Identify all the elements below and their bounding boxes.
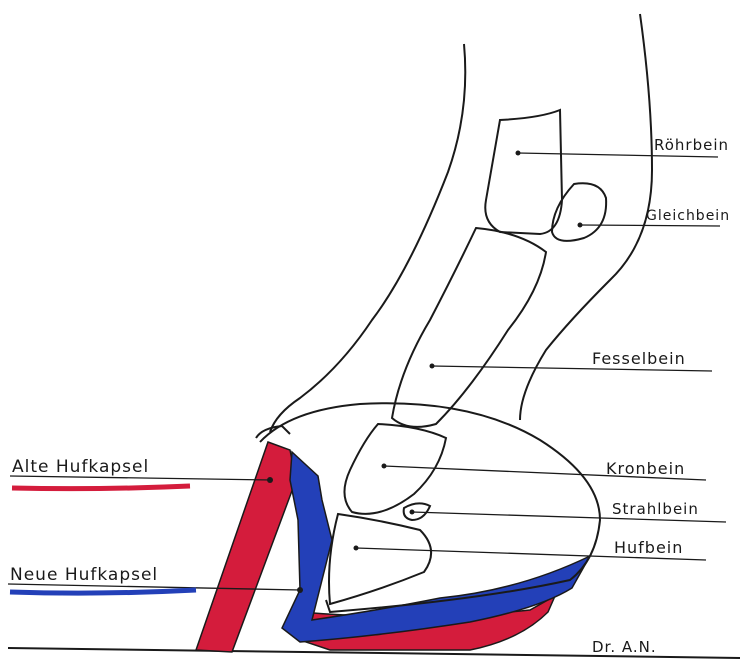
label-strahlbein: Strahlbein	[612, 500, 699, 518]
alte-underline	[12, 486, 190, 489]
signature: Dr. A.N.	[592, 638, 657, 656]
label-gleichbein: Gleichbein	[646, 208, 730, 224]
leader-lines	[8, 153, 726, 590]
roehrbein-bone	[485, 110, 562, 234]
neue-underline	[10, 590, 196, 593]
label-alte-hufkapsel: Alte Hufkapsel	[12, 457, 149, 477]
label-hufbein: Hufbein	[614, 538, 683, 557]
label-kronbein: Kronbein	[606, 459, 685, 478]
label-roehrbein: Röhrbein	[654, 136, 729, 154]
bones	[329, 110, 606, 604]
hufbein-bone	[329, 514, 431, 604]
kronbein-bone	[344, 424, 446, 514]
label-neue-hufkapsel: Neue Hufkapsel	[10, 565, 158, 585]
label-fesselbein: Fesselbein	[592, 349, 686, 368]
